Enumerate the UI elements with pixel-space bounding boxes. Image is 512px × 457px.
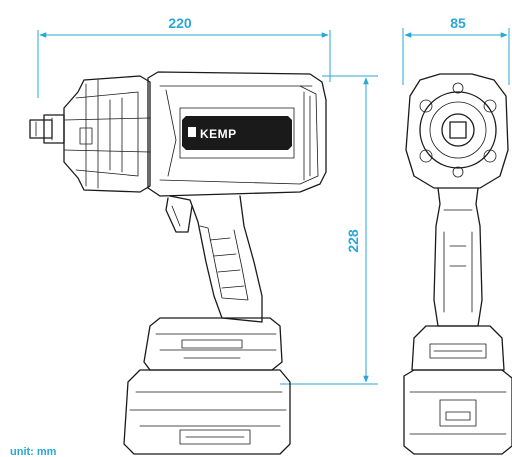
battery-mount <box>143 317 283 371</box>
side-view: KEMP <box>29 71 327 455</box>
nose-housing <box>63 75 151 193</box>
height-dimension: 228 <box>280 75 378 385</box>
front-width-dimension: 85 <box>402 15 510 85</box>
brand-badge: KEMP <box>179 107 295 159</box>
front-view <box>403 73 512 455</box>
height-label: 228 <box>345 229 361 253</box>
front-width-label: 85 <box>450 15 466 31</box>
brand-label: KEMP <box>200 127 237 141</box>
brand-logo-icon <box>188 127 196 137</box>
handle <box>169 195 263 323</box>
front-base <box>411 325 505 371</box>
unit-label: unit: mm <box>10 446 57 457</box>
motor-housing <box>147 71 327 197</box>
anvil <box>29 114 65 144</box>
front-battery <box>403 369 512 455</box>
trigger <box>165 197 193 233</box>
front-handle <box>433 187 483 327</box>
side-width-label: 220 <box>168 15 192 31</box>
battery-pack <box>123 369 291 455</box>
front-head <box>405 73 509 189</box>
side-width-dimension: 220 <box>37 15 331 98</box>
